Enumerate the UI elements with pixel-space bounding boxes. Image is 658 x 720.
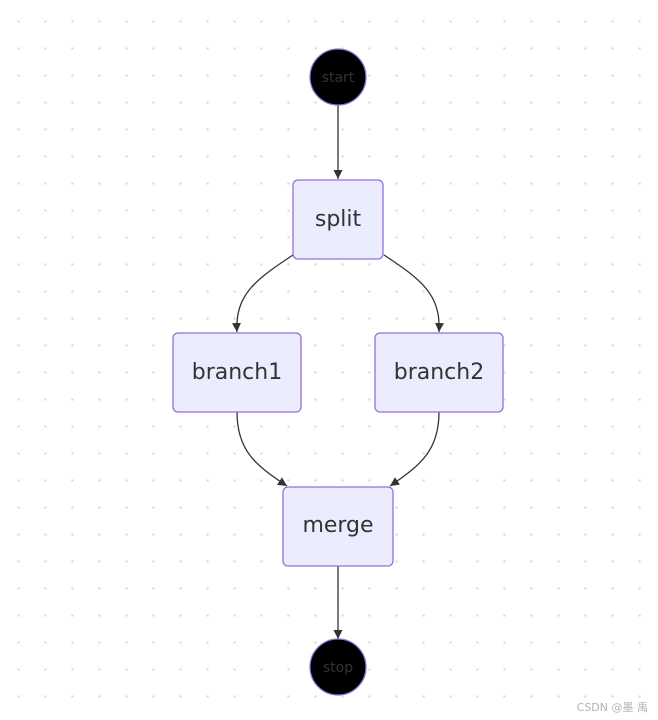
watermark: CSDN @墨 禹 bbox=[576, 701, 648, 714]
start-node: start bbox=[309, 48, 367, 106]
edge-branch1-merge bbox=[236, 411, 288, 487]
merge-label: merge bbox=[302, 513, 373, 538]
edge-branch2-merge bbox=[389, 411, 440, 487]
branch1-node: branch1 bbox=[172, 332, 302, 413]
split-node: split bbox=[292, 179, 384, 260]
split-label: split bbox=[315, 207, 362, 232]
branch1-label: branch1 bbox=[192, 360, 282, 385]
merge-node: merge bbox=[282, 486, 394, 567]
edge-split-branch2 bbox=[383, 254, 444, 333]
edge-split-branch1 bbox=[232, 254, 294, 333]
start-label: start bbox=[322, 70, 355, 86]
stop-label: stop bbox=[323, 660, 353, 676]
stop-node: stop bbox=[309, 638, 367, 696]
branch2-node: branch2 bbox=[374, 332, 504, 413]
branch2-label: branch2 bbox=[394, 360, 484, 385]
